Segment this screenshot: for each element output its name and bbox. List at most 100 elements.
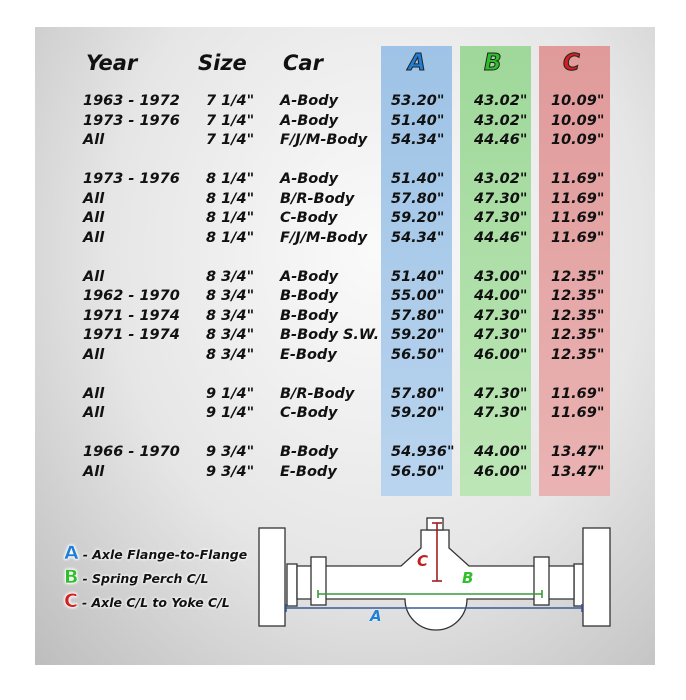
cell-size: 8 3/4" (206, 307, 255, 324)
cell-c: 10.09" (551, 112, 605, 129)
cell-car: C-Body (280, 210, 338, 226)
legend-letter: B (64, 566, 79, 589)
header-c: C (563, 50, 581, 77)
legend-text: - Axle Flange-to-Flange (82, 547, 248, 562)
cell-b: 43.00" (474, 268, 528, 285)
legend-letter: C (64, 590, 78, 613)
cell-size: 8 3/4" (206, 268, 255, 285)
cell-year: All (83, 132, 105, 148)
cell-c: 10.09" (551, 93, 605, 109)
cell-year: All (83, 210, 105, 226)
cell-year: All (83, 190, 105, 207)
header-b: B (484, 50, 503, 77)
cell-a: 54.34" (391, 229, 445, 246)
cell-size: 8 3/4" (206, 346, 255, 363)
axle-housing (296, 529, 575, 631)
cell-size: 9 1/4" (206, 385, 255, 402)
cell-a: 53.20" (391, 93, 445, 109)
cell-size: 8 3/4" (206, 288, 255, 304)
cell-year: 1971 - 1974 (83, 307, 180, 324)
legend-item: C- Axle C/L to Yoke C/L (64, 590, 230, 613)
cell-b: 47.30" (474, 385, 528, 402)
cell-a: 56.50" (391, 463, 445, 480)
cell-b: 47.30" (474, 327, 528, 343)
legend-text: - Spring Perch C/L (82, 571, 209, 586)
cell-size: 7 1/4" (206, 112, 255, 129)
cell-car: F/J/M-Body (280, 229, 368, 246)
legend-text: - Axle C/L to Yoke C/L (81, 595, 230, 610)
cell-a: 51.40" (391, 268, 445, 285)
cell-car: B-Body (280, 307, 338, 324)
cell-size: 9 3/4" (206, 463, 255, 480)
cell-c: 12.35" (551, 288, 605, 304)
cell-year: 1973 - 1976 (83, 112, 180, 129)
left-hub (286, 563, 298, 607)
legend-item: B- Spring Perch C/L (64, 566, 209, 589)
cell-size: 8 1/4" (206, 171, 255, 187)
cell-a: 57.80" (391, 385, 445, 402)
header-year: Year (86, 51, 138, 75)
left-wheel (258, 527, 286, 627)
header-a: A (408, 50, 427, 77)
cell-a: 57.80" (391, 307, 445, 324)
cell-size: 7 1/4" (206, 132, 255, 148)
cell-size: 8 1/4" (206, 229, 255, 246)
cell-car: E-Body (280, 346, 337, 363)
cell-size: 9 3/4" (206, 444, 255, 460)
cell-b: 44.00" (474, 444, 528, 460)
right-wheel (582, 527, 611, 627)
cell-car: A-Body (280, 93, 339, 109)
cell-b: 44.00" (474, 288, 528, 304)
cell-c: 11.69" (551, 171, 605, 187)
cell-year: 1962 - 1970 (83, 288, 180, 304)
cell-year: All (83, 229, 105, 246)
cell-c: 11.69" (551, 229, 605, 246)
diagram-label-a: A (369, 607, 382, 625)
cell-size: 8 3/4" (206, 327, 255, 343)
column-b-highlight (460, 46, 531, 496)
column-c-highlight (539, 46, 610, 496)
cell-c: 12.35" (551, 346, 605, 363)
cell-car: E-Body (280, 463, 337, 480)
diagram-label-b: B (462, 569, 473, 587)
cell-size: 7 1/4" (206, 93, 255, 109)
cell-car: B/R-Body (280, 385, 355, 402)
cell-a: 55.00" (391, 288, 445, 304)
cell-a: 51.40" (391, 112, 445, 129)
cell-car: A-Body (280, 112, 339, 129)
cell-a: 59.20" (391, 210, 445, 226)
cell-car: F/J/M-Body (280, 132, 368, 148)
legend-letter: A (64, 542, 79, 565)
cell-a: 51.40" (391, 171, 445, 187)
cell-year: All (83, 463, 105, 480)
header-size: Size (198, 51, 247, 75)
cell-c: 13.47" (551, 444, 605, 460)
cell-c: 12.35" (551, 307, 605, 324)
cell-year: All (83, 346, 105, 363)
cell-year: 1966 - 1970 (83, 444, 180, 460)
cell-c: 13.47" (551, 463, 605, 480)
yoke (426, 517, 444, 531)
cell-year: 1973 - 1976 (83, 171, 180, 187)
cell-a: 57.80" (391, 190, 445, 207)
cell-b: 47.30" (474, 210, 528, 226)
cell-c: 10.09" (551, 132, 605, 148)
cell-size: 8 1/4" (206, 210, 255, 226)
cell-size: 9 1/4" (206, 405, 255, 421)
cell-b: 43.02" (474, 93, 528, 109)
cell-b: 47.30" (474, 405, 528, 421)
cell-b: 46.00" (474, 346, 528, 363)
cell-year: All (83, 268, 105, 285)
cell-b: 43.02" (474, 112, 528, 129)
left-spring-perch (310, 556, 327, 606)
cell-a: 56.50" (391, 346, 445, 363)
right-spring-perch (533, 556, 550, 606)
cell-c: 12.35" (551, 268, 605, 285)
cell-car: B/R-Body (280, 190, 355, 207)
cell-b: 47.30" (474, 190, 528, 207)
cell-a: 54.34" (391, 132, 445, 148)
cell-a: 59.20" (391, 405, 445, 421)
cell-car: C-Body (280, 405, 338, 421)
cell-b: 47.30" (474, 307, 528, 324)
